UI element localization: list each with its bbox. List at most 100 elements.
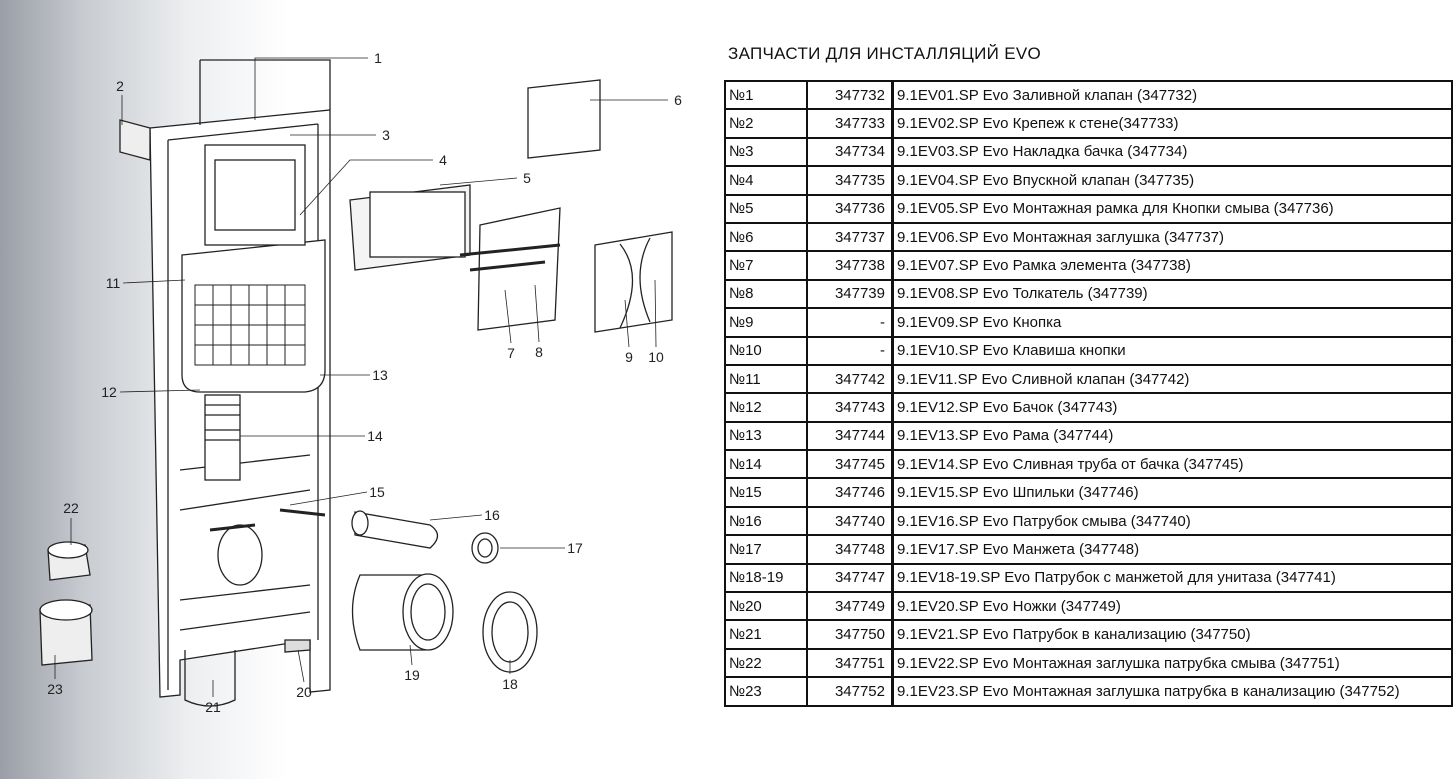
part-code: 347746 xyxy=(806,477,894,508)
page-title: ЗАПЧАСТИ ДЛЯ ИНСТАЛЛЯЦИЙ EVO xyxy=(728,44,1042,63)
part-code: 347733 xyxy=(806,108,894,139)
part-description: 9.1EV15.SP Evo Шпильки (347746) xyxy=(891,477,1453,508)
part-description: 9.1EV16.SP Evo Патрубок смыва (347740) xyxy=(891,505,1453,537)
part-description: 9.1EV11.SP Evo Сливной клапан (347742) xyxy=(891,363,1453,395)
part-description: 9.1EV17.SP Evo Манжета (347748) xyxy=(891,534,1453,565)
callout-1: 1 xyxy=(374,50,382,66)
part-code: - xyxy=(806,335,894,366)
part-code: 347740 xyxy=(806,505,894,537)
part-code: 347734 xyxy=(806,136,894,168)
callout-9: 9 xyxy=(625,349,633,365)
part-code: - xyxy=(806,307,894,338)
callout-18: 18 xyxy=(502,676,518,692)
part-number: №23 xyxy=(724,676,808,707)
callout-14: 14 xyxy=(367,428,383,444)
callout-15: 15 xyxy=(369,484,385,500)
part-code: 347748 xyxy=(806,534,894,565)
part-number: №16 xyxy=(724,505,808,537)
part-code: 347750 xyxy=(806,619,894,650)
part-number: №7 xyxy=(724,250,808,281)
part-description: 9.1EV13.SP Evo Рама (347744) xyxy=(891,420,1453,452)
part-number: №20 xyxy=(724,591,808,622)
callout-21: 21 xyxy=(205,699,221,715)
installation-drawing xyxy=(39,57,673,707)
part-number: №22 xyxy=(724,647,808,679)
part-number: №3 xyxy=(724,136,808,168)
part-number: №4 xyxy=(724,165,808,196)
part-code: 347732 xyxy=(806,79,894,111)
callout-19: 19 xyxy=(404,667,420,683)
exploded-diagram: 1 2 3 4 5 6 7 8 9 10 11 12 13 14 15 16 1… xyxy=(0,0,720,779)
table-row: №9-9.1EV09.SP Evo Кнопка xyxy=(724,307,1453,338)
callout-3: 3 xyxy=(382,127,390,143)
part-description: 9.1EV10.SP Evo Клавиша кнопки xyxy=(891,335,1453,366)
part-description: 9.1EV06.SP Evo Монтажная заглушка (34773… xyxy=(891,221,1453,253)
part-number: №10 xyxy=(724,335,808,366)
part-code: 347737 xyxy=(806,221,894,253)
part-description: 9.1EV05.SP Evo Монтажная рамка для Кнопк… xyxy=(891,193,1453,224)
callout-12: 12 xyxy=(101,384,117,400)
part-code: 347749 xyxy=(806,591,894,622)
part-code: 347744 xyxy=(806,420,894,452)
part-description: 9.1EV04.SP Evo Впускной клапан (347735) xyxy=(891,165,1453,196)
part-description: 9.1EV07.SP Evo Рамка элемента (347738) xyxy=(891,250,1453,281)
part-code: 347739 xyxy=(806,278,894,310)
part-description: 9.1EV14.SP Evo Сливная труба от бачка (3… xyxy=(891,449,1453,480)
part-number: №9 xyxy=(724,307,808,338)
part-code: 347747 xyxy=(806,562,894,594)
part-number: №13 xyxy=(724,420,808,452)
part-code: 347742 xyxy=(806,363,894,395)
part-number: №14 xyxy=(724,449,808,480)
callout-23: 23 xyxy=(47,681,63,697)
part-description: 9.1EV09.SP Evo Кнопка xyxy=(891,307,1453,338)
table-row: №10-9.1EV10.SP Evo Клавиша кнопки xyxy=(724,335,1453,366)
callout-7: 7 xyxy=(507,345,515,361)
callout-22: 22 xyxy=(63,500,79,516)
callout-10: 10 xyxy=(648,349,664,365)
part-description: 9.1EV01.SP Evo Заливной клапан (347732) xyxy=(891,79,1453,111)
callout-2: 2 xyxy=(116,78,124,94)
part-code: 347736 xyxy=(806,193,894,224)
callout-6: 6 xyxy=(674,92,682,108)
part-number: №5 xyxy=(724,193,808,224)
part-description: 9.1EV03.SP Evo Накладка бачка (347734) xyxy=(891,136,1453,168)
callout-20: 20 xyxy=(296,684,312,700)
part-description: 9.1EV18-19.SP Evo Патрубок с манжетой дл… xyxy=(891,562,1453,594)
part-number: №8 xyxy=(724,278,808,310)
callout-13: 13 xyxy=(372,367,388,383)
part-number: №6 xyxy=(724,221,808,253)
part-description: 9.1EV23.SP Evo Монтажная заглушка патруб… xyxy=(891,676,1453,707)
part-code: 347745 xyxy=(806,449,894,480)
part-description: 9.1EV20.SP Evo Ножки (347749) xyxy=(891,591,1453,622)
part-code: 347751 xyxy=(806,647,894,679)
part-code: 347752 xyxy=(806,676,894,707)
part-description: 9.1EV02.SP Evo Крепеж к стене(347733) xyxy=(891,108,1453,139)
part-code: 347735 xyxy=(806,165,894,196)
part-number: №1 xyxy=(724,79,808,111)
callout-16: 16 xyxy=(484,507,500,523)
callout-8: 8 xyxy=(535,344,543,360)
callout-17: 17 xyxy=(567,540,583,556)
part-code: 347743 xyxy=(806,392,894,423)
callout-4: 4 xyxy=(439,152,447,168)
part-description: 9.1EV08.SP Evo Толкатель (347739) xyxy=(891,278,1453,310)
